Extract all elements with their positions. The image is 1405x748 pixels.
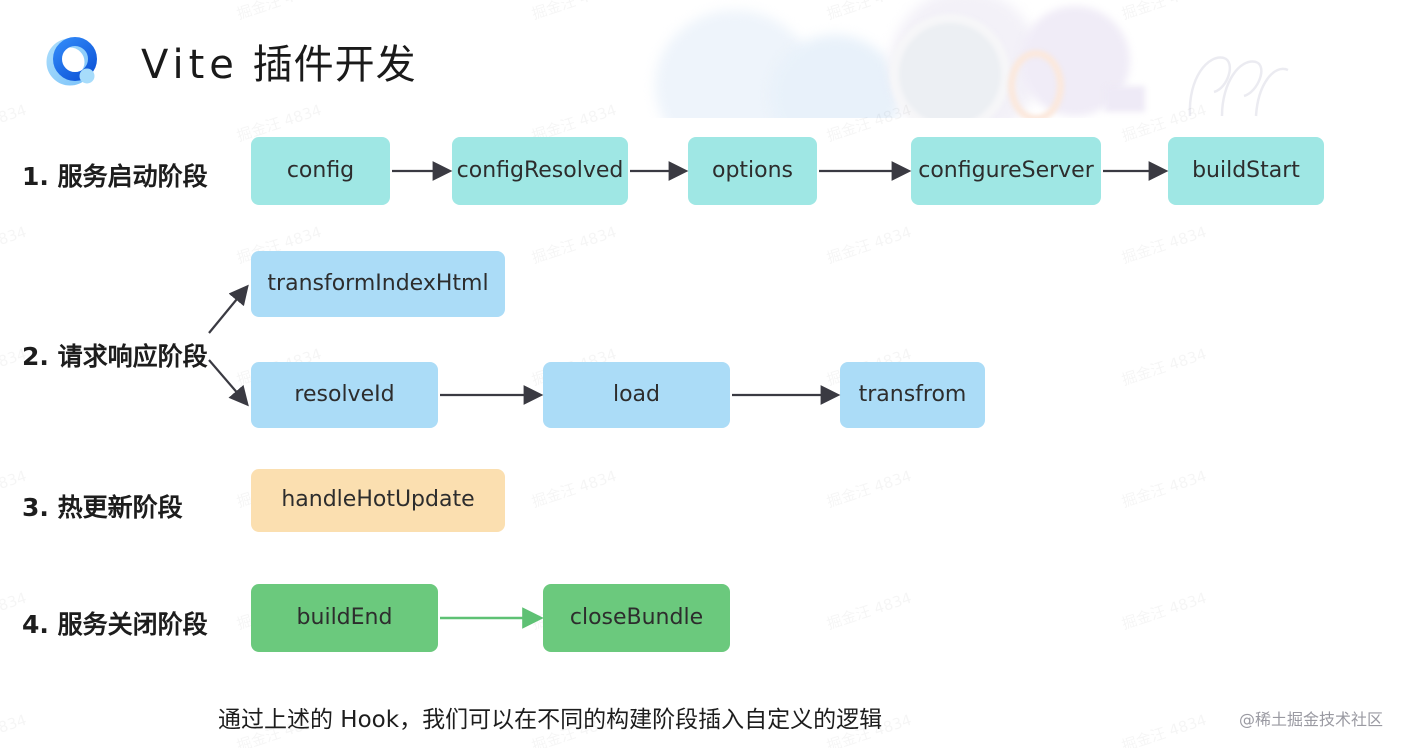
row-label-1: 1. 服务启动阶段 xyxy=(22,162,208,191)
watermark-text: 掘金汪 4834 xyxy=(824,0,914,24)
node-load[interactable]: load xyxy=(543,362,730,428)
bg-ring-shape xyxy=(1008,50,1064,118)
watermark-text: 掘金汪 4834 xyxy=(1119,221,1209,268)
row-label-3: 3. 热更新阶段 xyxy=(22,493,183,522)
watermark-text: 掘金汪 4834 xyxy=(1119,0,1209,24)
watermark-text: 掘金汪 4834 xyxy=(824,465,914,512)
watermark-text: 掘金汪 4834 xyxy=(234,0,324,24)
vite-circle-logo-icon xyxy=(44,33,101,90)
row-label-2: 2. 请求响应阶段 xyxy=(22,342,208,371)
slide-header: Vite 插件开发 xyxy=(44,26,417,96)
bg-blob-3 xyxy=(890,0,1040,118)
credit-watermark: @稀土掘金技术社区 xyxy=(1238,710,1383,729)
watermark-text: 掘金汪 4834 xyxy=(0,221,29,268)
node-closeBundle[interactable]: closeBundle xyxy=(543,584,730,652)
watermark-text: 掘金汪 4834 xyxy=(1119,343,1209,390)
bg-square-shape xyxy=(1105,86,1145,112)
node-buildStart[interactable]: buildStart xyxy=(1168,137,1324,205)
slide-caption: 通过上述的 Hook，我们可以在不同的构建阶段插入自定义的逻辑 xyxy=(218,707,883,733)
node-transfrom[interactable]: transfrom xyxy=(840,362,985,428)
node-options[interactable]: options xyxy=(688,137,817,205)
watermark-text: 掘金汪 4834 xyxy=(529,221,619,268)
page-title-cn: 插件开发 xyxy=(252,42,417,88)
bg-blob-1 xyxy=(655,10,815,118)
bg-swirl-shape xyxy=(1188,56,1289,117)
watermark-text: 掘金汪 4834 xyxy=(1119,587,1209,634)
node-config[interactable]: config xyxy=(251,137,390,205)
bg-avatar-shape xyxy=(890,14,1010,118)
watermark-text: 掘金汪 4834 xyxy=(824,99,914,146)
watermark-text: 掘金汪 4834 xyxy=(824,587,914,634)
watermark-text: 掘金汪 4834 xyxy=(529,465,619,512)
row-label-4: 4. 服务关闭阶段 xyxy=(22,610,208,639)
node-handleHotUpdate[interactable]: handleHotUpdate xyxy=(251,469,505,532)
page-title-en: Vite xyxy=(141,42,239,88)
node-resolveId[interactable]: resolveId xyxy=(251,362,438,428)
watermark-text: 掘金汪 4834 xyxy=(824,221,914,268)
node-buildEnd[interactable]: buildEnd xyxy=(251,584,438,652)
watermark-text: 掘金汪 4834 xyxy=(529,0,619,24)
watermark-text: 掘金汪 4834 xyxy=(0,709,29,748)
watermark-text: 掘金汪 4834 xyxy=(1119,709,1209,748)
bg-blob-2 xyxy=(770,35,900,118)
bg-purple-circle xyxy=(1020,6,1130,116)
page-title: Vite 插件开发 xyxy=(141,32,417,90)
watermark-text: 掘金汪 4834 xyxy=(0,99,29,146)
node-configureServer[interactable]: configureServer xyxy=(911,137,1101,205)
watermark-text: 掘金汪 4834 xyxy=(0,0,29,24)
node-transformIndexHtml[interactable]: transformIndexHtml xyxy=(251,251,505,317)
background-decoration xyxy=(600,0,1405,118)
node-configResolved[interactable]: configResolved xyxy=(452,137,628,205)
watermark-text: 掘金汪 4834 xyxy=(1119,465,1209,512)
